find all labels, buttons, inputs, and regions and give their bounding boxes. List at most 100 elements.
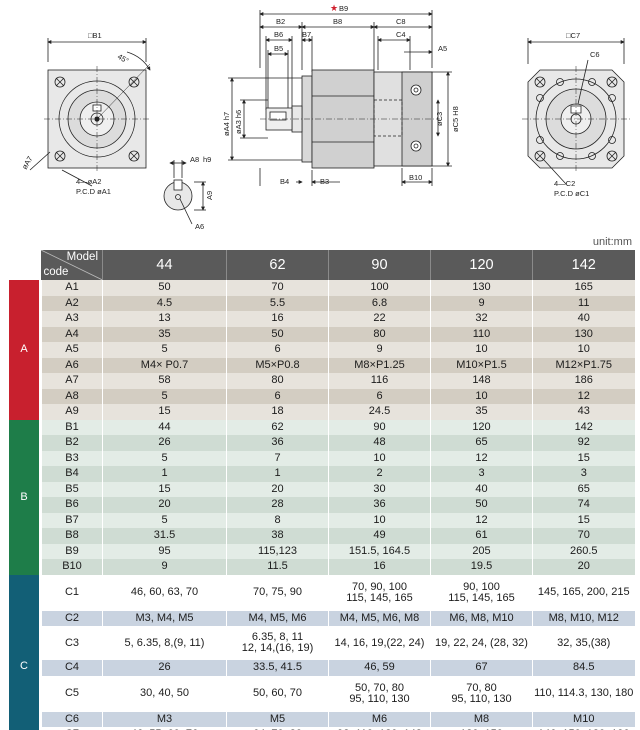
model-header: 120	[430, 250, 533, 280]
value-cell: 28	[226, 497, 329, 513]
value-cell: 30, 40, 50	[102, 675, 227, 712]
value-cell: 35	[102, 326, 227, 342]
value-cell: 9	[328, 342, 431, 358]
value-cell: 70	[226, 280, 329, 296]
front-label-a7: øA7	[20, 155, 35, 171]
flange-label-c7: □C7	[566, 31, 580, 40]
value-cell: 146, 150, 180, 190	[532, 727, 635, 730]
side-star: ★	[330, 3, 338, 13]
value-cell: 18	[226, 404, 329, 420]
value-cell: 151.5, 164.5	[328, 543, 431, 559]
value-cell: 6.8	[328, 295, 431, 311]
corner-diagonal	[40, 250, 102, 280]
value-cell: 10	[328, 450, 431, 466]
side-label-b6: B6	[274, 30, 283, 39]
value-cell: 46, 55, 60, 76	[102, 727, 227, 730]
value-cell: 74	[532, 497, 635, 513]
value-cell: 12	[532, 388, 635, 404]
value-cell: 130	[430, 280, 533, 296]
value-cell: 130, 150	[430, 727, 533, 730]
value-cell: 70, 80 95, 110, 130	[430, 675, 533, 712]
value-cell: M12×P1.75	[532, 357, 635, 373]
flange-label-c1: P.C.D øC1	[554, 189, 589, 198]
value-cell: 24.5	[328, 404, 431, 420]
value-cell: 10	[430, 342, 533, 358]
value-cell: 186	[532, 373, 635, 389]
value-cell: M10	[532, 711, 635, 727]
value-cell: 30	[328, 481, 431, 497]
value-cell: 1	[226, 466, 329, 482]
value-cell: 6	[328, 388, 431, 404]
side-label-b7: B7	[302, 30, 311, 39]
group-label-a: A	[8, 280, 42, 420]
code-cell: A1	[40, 280, 103, 296]
code-cell: C3	[40, 626, 103, 660]
value-cell: 15	[532, 450, 635, 466]
side-label-b3: B3	[320, 177, 329, 186]
value-cell: M10×P1.5	[430, 357, 533, 373]
value-cell: 11.5	[226, 559, 329, 575]
value-cell: 110	[430, 326, 533, 342]
value-cell: 120	[430, 419, 533, 435]
value-cell: 65	[532, 481, 635, 497]
value-cell: 33.5, 41.5	[226, 660, 329, 676]
code-cell: C4	[40, 660, 103, 676]
value-cell: 10	[532, 342, 635, 358]
code-cell: C5	[40, 675, 103, 712]
value-cell: 3	[532, 466, 635, 482]
value-cell: 32, 35,(38)	[532, 626, 635, 660]
code-cell: B10	[40, 559, 103, 575]
value-cell: 19.5	[430, 559, 533, 575]
unit-label: unit:mm	[592, 236, 632, 248]
value-cell: 5	[102, 388, 227, 404]
side-label-c4: C4	[396, 30, 406, 39]
value-cell: 20	[532, 559, 635, 575]
value-cell: 5, 6.35, 8,(9, 11)	[102, 626, 227, 660]
code-cell: B8	[40, 528, 103, 544]
side-label-c3: øC3	[435, 112, 444, 126]
value-cell: 64, 70, 80	[226, 727, 329, 730]
code-cell: C1	[40, 574, 103, 611]
model-header: 142	[532, 250, 635, 280]
value-cell: 43	[532, 404, 635, 420]
value-cell: 26	[102, 660, 227, 676]
value-cell: 20	[226, 481, 329, 497]
value-cell: 2	[328, 466, 431, 482]
value-cell: M8×P1.25	[328, 357, 431, 373]
flange-label-c6: C6	[590, 50, 600, 59]
value-cell: 49	[328, 528, 431, 544]
value-cell: 110, 114.3, 130, 180	[532, 675, 635, 712]
value-cell: 6	[226, 342, 329, 358]
value-cell: 31.5	[102, 528, 227, 544]
code-cell: B6	[40, 497, 103, 513]
key-label-a9: A9	[205, 191, 214, 200]
value-cell: 5	[102, 342, 227, 358]
value-cell: 80	[328, 326, 431, 342]
code-cell: A7	[40, 373, 103, 389]
value-cell: 116	[328, 373, 431, 389]
value-cell: 61	[430, 528, 533, 544]
value-cell: 130	[532, 326, 635, 342]
value-cell: 12	[430, 512, 533, 528]
value-cell: 205	[430, 543, 533, 559]
key-detail	[163, 160, 206, 225]
value-cell: M3, M4, M5	[102, 610, 227, 626]
side-label-b5: B5	[274, 44, 283, 53]
key-label-a6: A6	[195, 222, 204, 231]
value-cell: 80	[226, 373, 329, 389]
side-view	[228, 10, 452, 186]
model-code-header: Model code	[40, 250, 103, 280]
value-cell: 70, 90, 100 115, 145, 165	[328, 574, 431, 611]
value-cell: 46, 60, 63, 70	[102, 574, 227, 611]
value-cell: 5	[102, 450, 227, 466]
